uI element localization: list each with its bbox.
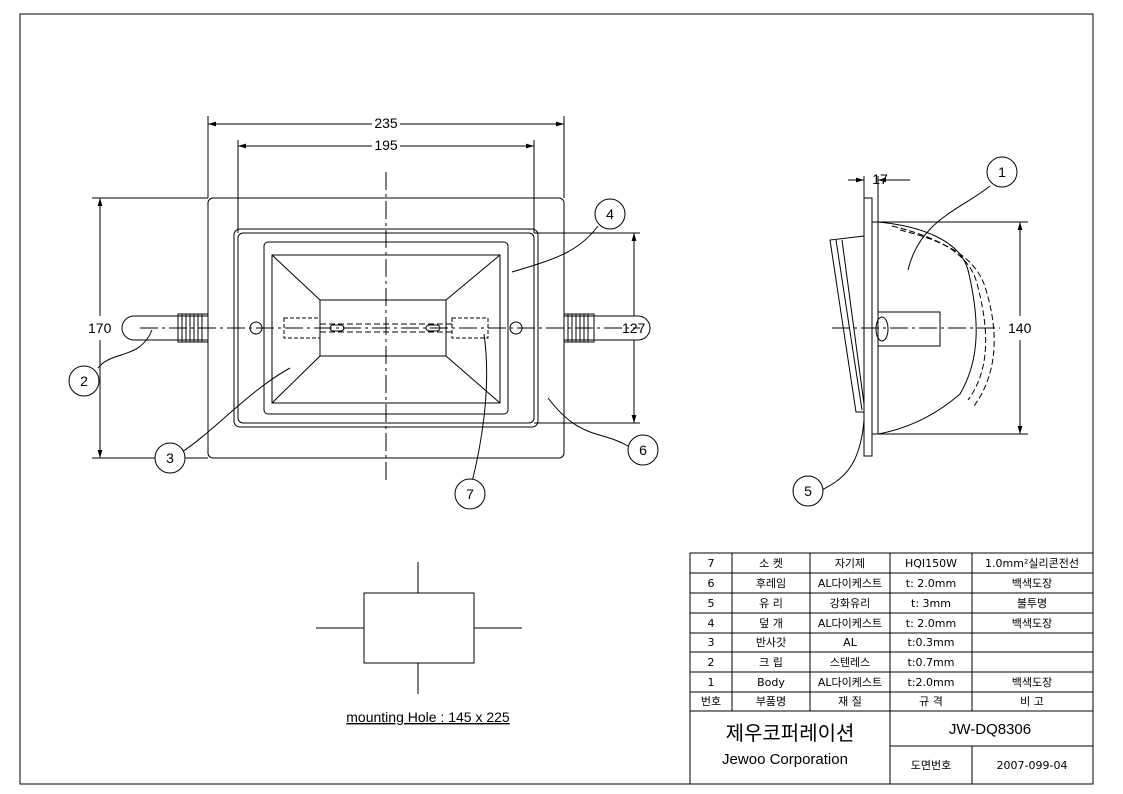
row4-remark: 백색도장: [1012, 617, 1052, 630]
dim-overall-height: 170: [88, 320, 112, 336]
dim-lens-height: 127: [622, 320, 646, 336]
callout-2: 2: [68, 365, 100, 397]
row3-name: 반사갓: [756, 636, 786, 649]
row4-no: 4: [708, 617, 715, 630]
row4-name: 덮 개: [759, 617, 783, 630]
row6-name: 후레임: [756, 577, 786, 590]
parts-table-text: 7 소 켓 자기제 HQI150W 1.0mm²실리콘전선 6 후레임 AL다이…: [701, 557, 1079, 708]
row7-spec: HQI150W: [905, 557, 957, 570]
mounting-hole-note: mounting Hole : 145 x 225: [346, 709, 510, 725]
callout-3: 3: [154, 442, 186, 474]
drawing-border: [19, 13, 1094, 785]
row3-material: AL: [843, 636, 858, 649]
row5-material: 강화유리: [830, 597, 870, 610]
row7-remark: 1.0mm²실리콘전선: [985, 557, 1079, 570]
row2-name: 크 립: [759, 656, 783, 669]
housing-body: [877, 221, 977, 435]
dim-side-depth: 17: [872, 171, 888, 187]
svg-text:1: 1: [998, 164, 1006, 180]
svg-text:6: 6: [639, 442, 647, 458]
svg-text:3: 3: [166, 450, 174, 466]
mounting-hole-right: [509, 321, 523, 335]
row6-spec: t: 2.0mm: [906, 577, 956, 590]
drawing-number-label: 도면번호: [911, 759, 951, 772]
callout-4: 4: [594, 198, 626, 230]
reflector-outer: [271, 254, 501, 404]
clip-right: [564, 315, 651, 341]
model-number: JW-DQ8306: [949, 721, 1031, 738]
drawing-number: 2007-099-04: [997, 759, 1068, 772]
dim-side-height: 140: [1008, 320, 1032, 336]
mounting-hole-left: [249, 321, 263, 335]
row1-material: AL다이케스트: [818, 676, 882, 689]
mounting-hole-diagram: [316, 562, 522, 694]
row3-no: 3: [708, 636, 715, 649]
callout-6: 6: [627, 434, 659, 466]
dim-overall-width: 235: [374, 115, 398, 131]
socket-left: [283, 317, 321, 339]
callout-7: 7: [454, 478, 486, 510]
clip-left: [121, 315, 208, 341]
svg-text:2: 2: [80, 373, 88, 389]
row1-no: 1: [708, 676, 715, 689]
row4-material: AL다이케스트: [818, 617, 882, 630]
leader-7: [471, 333, 488, 483]
header-spec: 규 격: [919, 695, 943, 708]
row4-spec: t: 2.0mm: [906, 617, 956, 630]
parts-table: [689, 552, 1094, 785]
leader-6: [547, 397, 629, 447]
row2-material: 스텐레스: [830, 656, 870, 669]
row5-name: 유 리: [759, 597, 783, 610]
mounting-plate: [863, 197, 873, 457]
row2-spec: t:0.7mm: [908, 656, 955, 669]
row2-no: 2: [708, 656, 715, 669]
leader-4: [511, 225, 599, 273]
callout-1: 1: [986, 156, 1018, 188]
row1-name: Body: [757, 676, 785, 689]
row6-material: AL다이케스트: [818, 577, 882, 590]
svg-text:5: 5: [804, 483, 812, 499]
row1-spec: t:2.0mm: [908, 676, 955, 689]
side-view: [821, 176, 1028, 491]
header-remark: 비 고: [1020, 695, 1044, 708]
glass: [829, 235, 865, 413]
callout-5: 5: [792, 475, 824, 507]
socket-right: [451, 317, 489, 339]
leader-2: [97, 329, 153, 369]
front-view: [92, 116, 651, 484]
header-material: 재 질: [838, 695, 862, 708]
row6-remark: 백색도장: [1012, 577, 1052, 590]
row6-no: 6: [708, 577, 715, 590]
leader-1: [907, 185, 991, 271]
row5-spec: t: 3mm: [911, 597, 951, 610]
lens-frame: [263, 241, 509, 415]
dim-lens-width: 195: [374, 137, 398, 153]
row7-no: 7: [708, 557, 715, 570]
row1-remark: 백색도장: [1012, 676, 1052, 689]
leader-5: [821, 419, 865, 491]
header-no: 번호: [701, 695, 721, 708]
svg-text:4: 4: [606, 206, 614, 222]
company-name-korean: 제우코퍼레이션: [726, 721, 855, 745]
row7-material: 자기제: [835, 557, 865, 570]
cover-frame: [233, 228, 539, 428]
lamp-side: [877, 311, 941, 347]
leader-3: [181, 367, 291, 453]
row7-name: 소 켓: [759, 557, 783, 570]
row5-no: 5: [708, 597, 715, 610]
row5-remark: 불투명: [1017, 597, 1047, 610]
svg-text:7: 7: [466, 486, 474, 502]
row3-spec: t:0.3mm: [908, 636, 955, 649]
company-name-english: Jewoo Corporation: [722, 751, 848, 768]
header-name: 부품명: [756, 695, 786, 708]
